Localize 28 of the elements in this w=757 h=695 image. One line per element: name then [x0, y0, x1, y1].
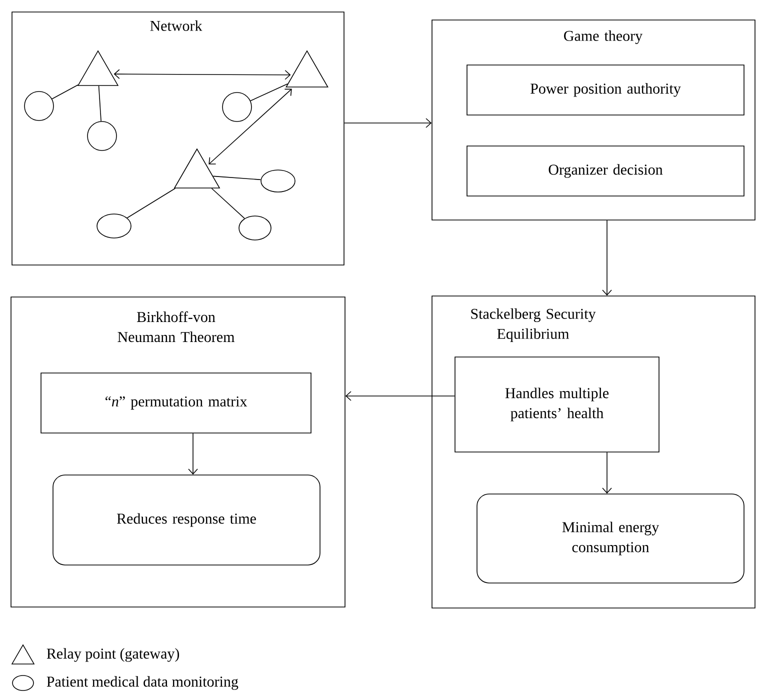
connector-line: [212, 176, 262, 180]
circle-symbol: [222, 92, 252, 122]
process-box: “n” permutation matrix: [40, 372, 312, 434]
arrow: [114, 69, 291, 80]
circle-symbol: [87, 121, 117, 151]
circle-symbol: [24, 91, 54, 121]
connector-line: [52, 84, 78, 100]
legend-text: Patient medical data monitoring: [46, 676, 238, 690]
connector-line: [126, 188, 176, 218]
connector-line: [250, 83, 288, 102]
circle-symbol: [238, 216, 272, 240]
legend-text: Relay point (gateway): [46, 648, 180, 662]
connector-line: [211, 188, 245, 219]
process-box: Power position authority: [466, 64, 744, 116]
arrow: [345, 391, 455, 401]
arrow: [188, 432, 198, 475]
rounded-box: Reduces response time: [52, 474, 320, 566]
arrow: [602, 220, 612, 296]
arrow: [208, 88, 292, 164]
process-box: Organizer decision: [466, 146, 744, 196]
process-box: Handles multiple patients’ health: [454, 356, 660, 452]
arrow: [344, 118, 432, 128]
arrow: [602, 452, 612, 494]
connector-line: [98, 85, 102, 122]
circle-symbol: [96, 214, 132, 238]
group-box: Network: [12, 12, 344, 266]
rounded-box: Minimal energy consumption: [476, 494, 744, 584]
circle-symbol: [260, 170, 296, 192]
